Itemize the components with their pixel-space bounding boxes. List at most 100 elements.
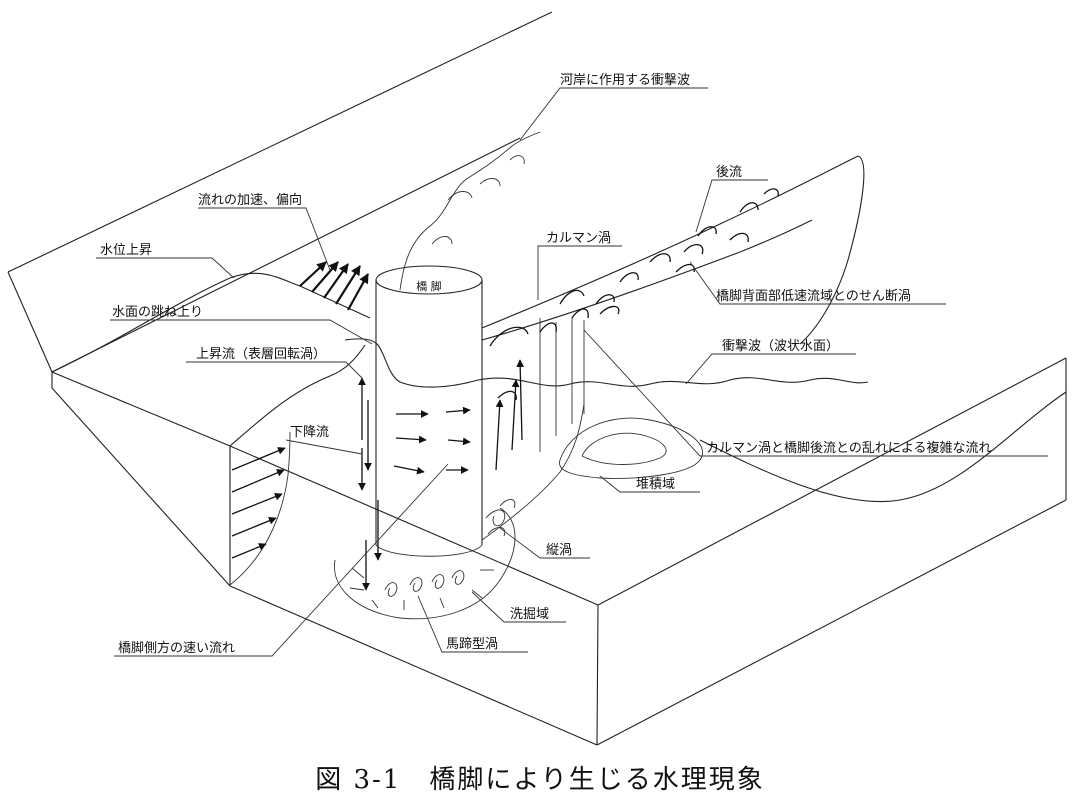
water-surface-left-section <box>229 344 366 447</box>
karman-swirl-8 <box>729 232 749 243</box>
wake-vert-3 <box>516 359 525 441</box>
right-bank-top-edge <box>597 357 1067 606</box>
label-complex-flow: カルマン渦と橋脚後流との乱れによる複雑な流れ <box>706 440 991 456</box>
wake-vert-1 <box>495 399 504 471</box>
pier-flow-arrow-5 <box>447 437 471 446</box>
velocity-profile <box>229 431 291 586</box>
profile-arrow-3 <box>231 492 283 515</box>
channel-bed-front <box>229 445 599 606</box>
accel-arrow-5 <box>347 273 369 311</box>
wake-lower-edge <box>481 219 813 341</box>
label-downflow: 下降流 <box>290 425 329 440</box>
wake-far-end <box>799 155 865 345</box>
left-bank-top-edge <box>7 11 553 273</box>
leader-wake <box>695 179 768 233</box>
wake-upper-edge <box>481 155 859 329</box>
left-bank-front-edge <box>7 271 53 373</box>
label-scour: 洗掘域 <box>510 607 549 622</box>
label-deposition: 堆積域 <box>636 477 675 492</box>
label-vertical-vortex: 縦渦 <box>546 543 572 558</box>
figure-caption: 図 3-1 橋脚により生じる水理現象 <box>315 765 765 795</box>
pier: 橋 脚 <box>375 265 483 557</box>
label-horseshoe: 馬蹄型渦 <box>446 636 498 652</box>
wake-vertical-flows <box>495 308 589 471</box>
bed-bottom-front <box>229 585 598 746</box>
scour-hatch-2 <box>349 587 365 591</box>
label-karman: カルマン渦 <box>546 231 611 246</box>
leader-lines <box>96 87 1048 657</box>
wavy-surface <box>477 377 869 387</box>
right-bank-bottom-edge <box>596 499 1067 746</box>
label-wake: 後流 <box>716 165 742 180</box>
front-left-wall <box>51 372 231 587</box>
horseshoe-vortex-3 <box>431 574 445 589</box>
wake-curl-2 <box>571 308 589 319</box>
karman-swirl-12 <box>683 244 704 255</box>
horseshoe-vortex-1 <box>384 582 398 597</box>
pier-label: 橋 脚 <box>416 279 442 293</box>
channel-block <box>7 11 1067 746</box>
karman-vortices <box>489 188 779 347</box>
leader-deposition <box>599 475 700 493</box>
karman-swirl-11 <box>599 305 620 315</box>
leader-scour <box>471 591 566 623</box>
deposition-outer <box>559 417 703 479</box>
karman-swirl-5 <box>649 253 671 263</box>
leader-bank-shock <box>519 87 708 141</box>
water-surface <box>51 272 869 447</box>
accelerated-flow-arrows <box>299 261 369 311</box>
leader-water-rise <box>96 257 235 279</box>
wake-curl-3 <box>497 390 517 401</box>
label-shock-wave: 衝撃波（波状水面） <box>722 338 839 354</box>
label-shear-vortex: 橋脚背面部低速流域とのせん断渦 <box>716 288 911 304</box>
leader-upflow <box>186 361 363 379</box>
pier-face-flows <box>358 377 471 591</box>
profile-arrow-1 <box>231 447 286 471</box>
label-upflow: 上昇流（表層回転渦） <box>196 347 326 362</box>
shock-wave-swirl-4 <box>509 155 525 165</box>
karman-swirl-10 <box>763 188 779 197</box>
labels: 河岸に作用する衝撃波 後流 流れの加速、偏向 カルマン渦 水位上昇 橋脚背面部低… <box>100 72 991 656</box>
deposition-zone <box>559 417 703 479</box>
vertical-vortex-3 <box>487 527 506 537</box>
accel-arrow-3 <box>323 263 349 299</box>
pier-flow-arrow-4 <box>445 406 471 415</box>
scour-hatch-3 <box>371 599 379 609</box>
profile-arrow-5 <box>231 543 267 559</box>
leader-flow-accel <box>198 207 331 271</box>
bed-slope-right <box>699 391 1067 503</box>
label-flow-accel: 流れの加速、偏向 <box>198 192 302 208</box>
karman-swirl-1 <box>489 326 529 347</box>
scour-hatch-1 <box>351 567 365 579</box>
wake-region <box>481 155 865 541</box>
horseshoe-vortex-2 <box>409 577 423 592</box>
bank-shock-wave <box>399 131 541 291</box>
label-bank-shock-wave: 河岸に作用する衝撃波 <box>560 72 690 88</box>
shock-wave-swirl-3 <box>431 236 453 245</box>
pier-base <box>375 544 483 557</box>
left-bank-inner-edge <box>51 137 521 373</box>
shock-wave-swirl-1 <box>447 191 473 201</box>
karman-swirl-7 <box>697 226 717 237</box>
label-side-flow: 橋脚側方の速い流れ <box>118 640 235 656</box>
leader-side-flow <box>114 463 449 657</box>
channel-front-left <box>51 371 231 447</box>
shock-wave-swirl-2 <box>479 178 501 187</box>
leader-vertical-vortex <box>499 527 590 559</box>
leader-horseshoe <box>417 595 528 653</box>
deposition-inner <box>581 432 667 465</box>
leader-downflow <box>285 439 363 455</box>
pier-flow-arrow-3 <box>393 465 425 475</box>
karman-swirl-2 <box>559 289 585 305</box>
leader-complex-flow <box>583 329 1048 457</box>
rise-bump <box>344 338 479 388</box>
label-surface-jump: 水面の跳ね上り <box>112 305 203 320</box>
leader-shock-wave <box>685 353 856 385</box>
profile-curve <box>229 431 291 586</box>
wake-under-water <box>481 403 585 541</box>
vertical-vortex-1 <box>485 509 506 527</box>
wake-curl-1 <box>539 322 557 333</box>
vertical-vortex-2 <box>499 499 516 509</box>
scour-outline <box>334 507 516 620</box>
